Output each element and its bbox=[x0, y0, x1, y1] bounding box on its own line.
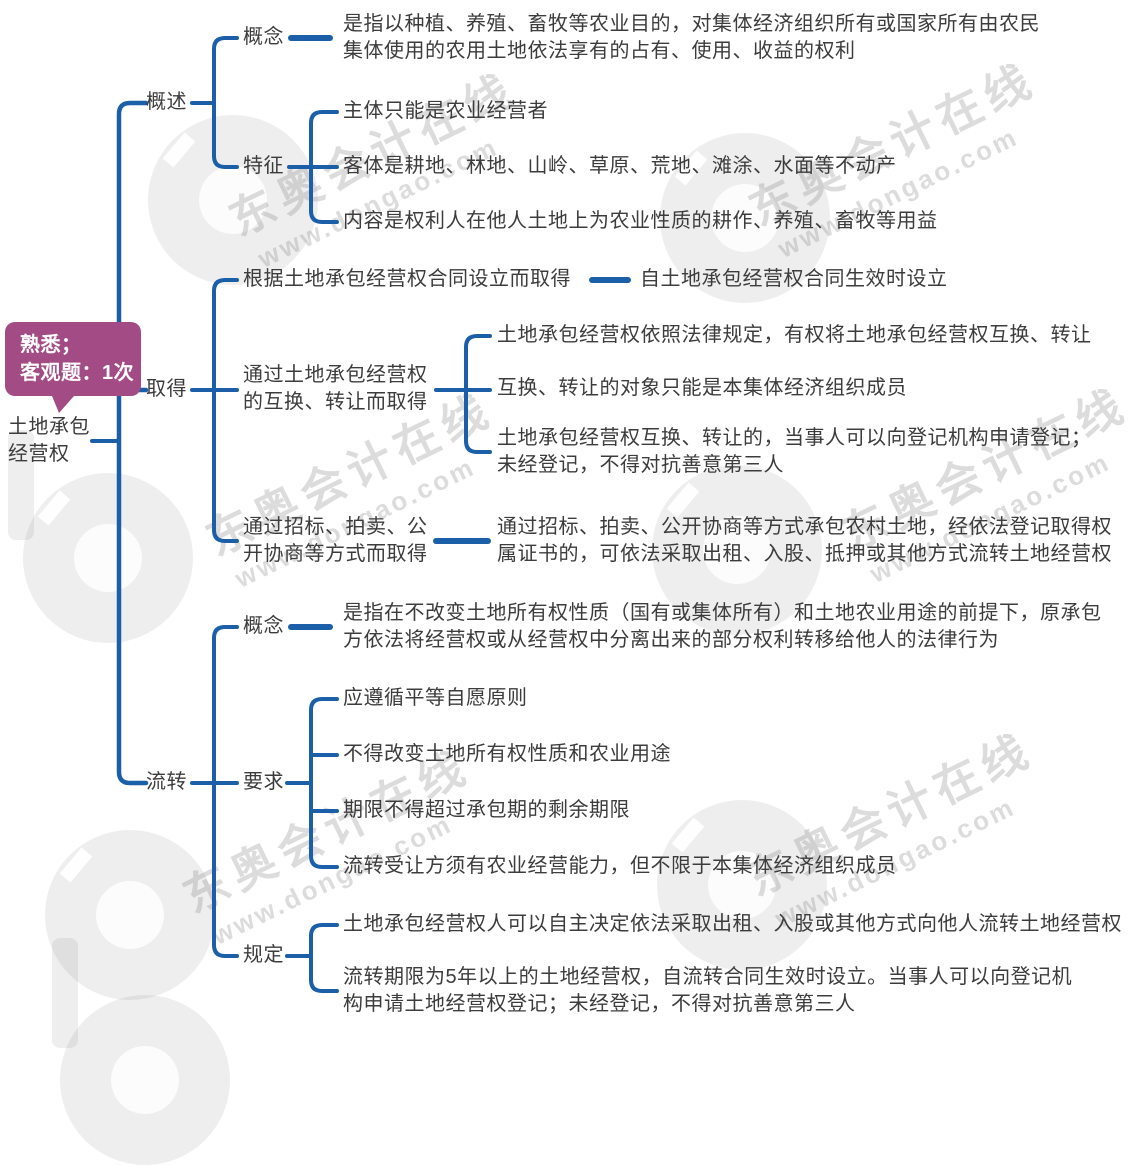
leaf-swap-rule2: 互换、转让的对象只能是本集体经济组织成员 bbox=[497, 377, 907, 399]
edge-transfer-bracket bbox=[212, 625, 239, 958]
leaf-transfer-concept-text: 是指在不改变土地所有权性质（国有或集体所有）和土地农业用途的前提下，原承包方依法… bbox=[343, 602, 1102, 651]
edge-require-bracket bbox=[309, 697, 339, 869]
edge-rule-bracket bbox=[309, 923, 339, 993]
node-acquire-by-swap: 通过土地承包经营权的互换、转让而取得 bbox=[243, 364, 428, 413]
logo-notch-icon bbox=[59, 847, 93, 883]
branch-label-transfer: 流转 bbox=[146, 771, 187, 793]
edge-swap-bracket bbox=[464, 334, 492, 454]
leaf-rule-five-years: 流转期限为5年以上的土地经营权，自流转合同生效时设立。当事人可以向登记机构申请土… bbox=[343, 966, 1073, 1015]
node-transfer-requirements: 要求 bbox=[243, 771, 284, 793]
badge-line-question: 客观题：1次 bbox=[20, 362, 135, 384]
node-transfer-rules: 规定 bbox=[243, 944, 284, 966]
logo-notch-icon bbox=[162, 132, 196, 168]
leaf-feature-object: 客体是耕地、林地、山岭、草原、荒地、滩涂、水面等不动产 bbox=[343, 155, 897, 177]
node-transfer-concept: 概念 bbox=[243, 615, 284, 637]
leaf-require-capability: 流转受让方须有农业经营能力，但不限于本集体经济组织成员 bbox=[343, 855, 897, 877]
node-overview-features: 特征 bbox=[243, 155, 284, 177]
leaf-feature-subject: 主体只能是农业经营者 bbox=[343, 100, 548, 122]
study-badge: 熟悉； 客观题：1次 bbox=[5, 322, 141, 396]
leaf-swap-rule3: 土地承包经营权互换、转让的，当事人可以向登记机构申请登记；未经登记，不得对抗善意… bbox=[497, 427, 1092, 476]
leaf-require-term-limit: 期限不得超过承包期的剩余期限 bbox=[343, 799, 630, 821]
leaf-swap-rule1: 土地承包经营权依照法律规定，有权将土地承包经营权互换、转让 bbox=[497, 324, 1092, 346]
edge-overview-bracket bbox=[212, 36, 239, 169]
badge-pointer bbox=[52, 396, 74, 413]
logo-notch-icon bbox=[666, 482, 700, 518]
edge-features-bracket bbox=[309, 110, 339, 224]
mindmap-canvas: 东奥会计在线 www.dongao.com 东奥会计在线 www.dongao.… bbox=[5, 13, 1136, 1165]
root-node: 土地承包经营权 bbox=[8, 416, 90, 465]
edge-spine bbox=[116, 100, 149, 786]
leaf-feature-content: 内容是权利人在他人土地上为农业性质的耕作、养殖、畜牧等用益 bbox=[343, 210, 938, 232]
leaf-acquire-by-contract-text: 自土地承包经营权合同生效时设立 bbox=[640, 268, 948, 290]
watermark-url: www.dongao.com bbox=[773, 121, 1024, 264]
logo-notch-icon bbox=[37, 490, 71, 526]
dongao-logo-icon bbox=[60, 995, 230, 1165]
branch-label-acquisition: 取得 bbox=[146, 378, 187, 400]
leaf-acquire-by-bidding-text: 通过招标、拍卖、公开协商等方式承包农村土地，经依法登记取得权属证书的，可依法采取… bbox=[497, 516, 1112, 565]
logo-bar-icon bbox=[52, 938, 78, 1048]
dongao-logo-icon bbox=[657, 800, 827, 970]
dongao-logo-icon bbox=[23, 473, 193, 643]
leaf-overview-concept-text: 是指以种植、养殖、畜牧等农业目的，对集体经济组织所有或国家所有由农民集体使用的农… bbox=[343, 13, 1040, 62]
node-acquire-by-contract: 根据土地承包经营权合同设立而取得 bbox=[243, 268, 571, 290]
dongao-logo-icon bbox=[45, 830, 215, 1000]
node-acquire-by-bidding: 通过招标、拍卖、公开协商等方式而取得 bbox=[243, 516, 428, 565]
logo-notch-icon bbox=[671, 817, 705, 853]
node-overview-concept: 概念 bbox=[243, 26, 284, 48]
dongao-logo-icon bbox=[148, 115, 318, 285]
leaf-require-no-change: 不得改变土地所有权性质和农业用途 bbox=[343, 743, 671, 765]
branch-label-overview: 概述 bbox=[146, 91, 187, 113]
watermark-url: www.dongao.com bbox=[253, 131, 504, 274]
badge-line-familiarity: 熟悉； bbox=[20, 334, 82, 356]
leaf-rule-self-decide: 土地承包经营权人可以自主决定依法采取出租、入股或其他方式向他人流转土地经营权 bbox=[343, 913, 1122, 935]
edge-acquire-bracket bbox=[212, 278, 239, 543]
leaf-require-equality: 应遵循平等自愿原则 bbox=[343, 687, 528, 709]
